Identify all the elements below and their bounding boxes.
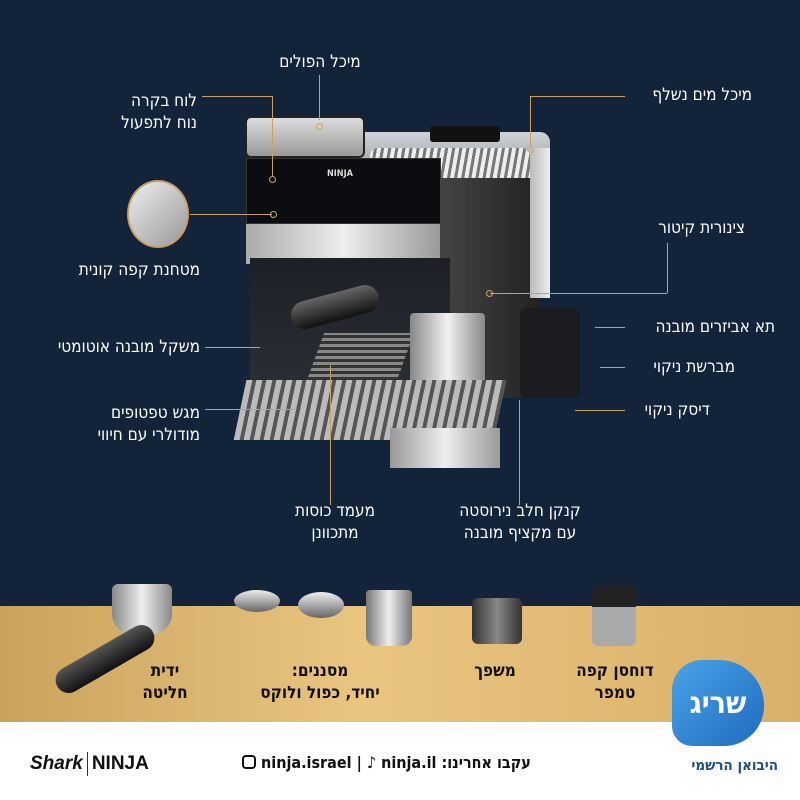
label-accessory-storage: תא אביזרים מובנה [655,317,776,337]
accessory-label-portafilter-1: ידית [150,661,180,681]
social-links: ninja.israel | ♪ ninja.il עקבו אחרינו: [242,753,531,772]
label-control-panel-2: נוח לתפעול [121,113,197,133]
shark-ninja-logo: Shark NINJA [30,752,149,776]
sarig-logo: שריג [672,660,764,746]
label-milk-jug-1: קנקן חלב נירוסטה [459,501,581,521]
accessory-label-tamper-1: דוחסן קפה [576,661,654,681]
label-milk-jug-2: עם מקציף מובנה [463,523,577,543]
separator: | [356,753,362,772]
filter-basket-double-image [298,592,344,618]
machine-logo: NINJA [327,169,353,179]
instagram-icon [242,755,256,769]
footer: Shark NINJA ninja.israel | ♪ ninja.il עקב… [0,722,800,800]
instagram-handle[interactable]: ninja.israel [261,753,352,772]
accessory-label-funnel: משפך [474,661,516,681]
tiktok-icon: ♪ [366,753,377,772]
label-control-panel-1: לוח בקרה [130,91,197,111]
importer-tagline: היבואן הרשמי [691,756,778,774]
label-drip-tray-1: מגש טפטופים [110,403,200,423]
filter-basket-lux-image [366,590,412,646]
accessory-label-tamper-2: טמפר [594,683,636,703]
tamper-image [592,586,636,646]
espresso-machine-image: NINJA [233,108,580,478]
label-cup-stand-1: מעמד כוסות [295,501,375,521]
hero-area: NINJA מיכל הפולים לוח בקרה נוח לתפעול מי… [0,0,800,606]
shark-logo-text: Shark [30,753,83,775]
funnel-image [472,598,522,644]
control-panel-display: NINJA [246,158,441,224]
accessory-label-portafilter-2: חליטה [142,683,188,703]
label-bean-hopper: מיכל הפולים [279,52,361,72]
label-cleaning-brush: מברשת ניקוי [653,357,735,377]
bean-hopper-lid [245,116,365,158]
label-steam-wand: צינורית קיטור [658,218,745,238]
filter-basket-single-image [234,590,280,612]
accessory-label-filters-2: יחיד, כפול ולוקס [260,683,380,703]
grinder-closeup-image [127,180,189,248]
label-cleaning-disc: דיסק ניקוי [644,400,710,420]
label-built-in-scale: משקל מובנה אוטומטי [57,337,200,357]
accessories-band: ידית חליטה מסננים: יחיד, כפול ולוקס משפך… [0,584,800,722]
label-drip-tray-2: מודולרי עם חיווי [97,425,200,445]
follow-us-label: עקבו אחרינו: [441,753,531,772]
label-conical-grinder: מטחנת קפה קונית [78,260,200,280]
sarig-logo-text: שריג [689,685,747,721]
ninja-logo-text: NINJA [91,753,149,775]
accessory-label-filters-1: מסננים: [291,661,349,681]
tiktok-handle[interactable]: ninja.il [381,753,437,772]
label-water-tank: מיכל מים נשלף [652,85,752,105]
label-cup-stand-2: מתכוונן [311,523,359,543]
